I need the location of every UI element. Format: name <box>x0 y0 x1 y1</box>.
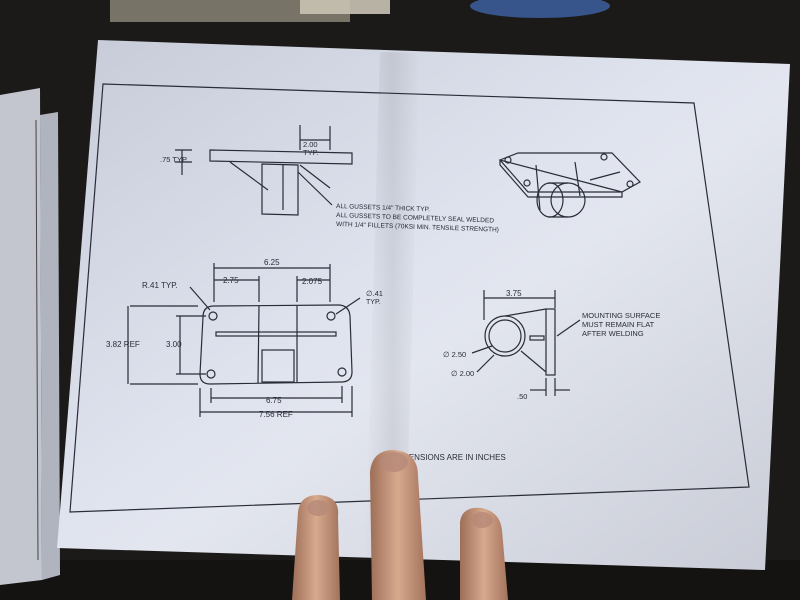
hole-spacing-dim: 6.75 <box>266 396 282 405</box>
inner-diameter-dim: ∅ 2.00 <box>451 369 474 378</box>
flange-plate <box>209 149 353 165</box>
outer-diameter-dim: ∅ 2.50 <box>443 350 466 359</box>
hole-dim: ∅.41 <box>366 289 383 298</box>
background-paper-sheet <box>0 88 60 585</box>
side-view-drawing <box>471 290 581 396</box>
mount-hole <box>326 311 336 321</box>
paper-sheet <box>57 40 790 570</box>
gusset-note-1: ALL GUSSETS 1/4" THICK TYP. <box>336 203 430 213</box>
mount-hole <box>337 367 347 377</box>
hole-note: TYP. <box>366 299 381 306</box>
side-length-dim: 3.75 <box>506 289 522 298</box>
width-ref: 7.56 REF <box>259 410 293 419</box>
drawing-border <box>69 83 750 513</box>
base-plate-outline <box>199 304 353 385</box>
isometric-view-drawing <box>498 152 641 218</box>
mount-hole <box>206 369 216 379</box>
flange-width-note: TYP. <box>303 148 319 157</box>
radius-dim: R.41 TYP. <box>142 281 178 290</box>
mount-hole <box>208 311 218 321</box>
tube-body <box>261 163 299 216</box>
top-view-drawing <box>175 125 353 216</box>
right-dim: 2.075 <box>302 277 323 286</box>
flange-thickness-dim: .75 TYP. <box>160 155 188 164</box>
mount-flange <box>545 308 556 376</box>
height-ref: 3.82 REF <box>106 340 140 349</box>
plan-view-drawing <box>127 263 361 417</box>
offset-dim: .50 <box>517 392 527 401</box>
dimensions-note: ALL DIMENSIONS ARE IN INCHES <box>378 453 506 462</box>
height-dim: 3.00 <box>166 340 182 349</box>
mount-note-3: AFTER WELDING <box>582 329 644 338</box>
mount-note-1: MOUNTING SURFACE <box>582 311 660 320</box>
hand-fingers <box>292 450 508 600</box>
mount-note-2: MUST REMAIN FLAT <box>582 320 655 329</box>
overall-dim: 6.25 <box>264 258 280 267</box>
left-dim: 2.75 <box>223 276 239 285</box>
flange-width-dim: 2.00 <box>303 140 318 149</box>
tube-inner <box>488 319 522 353</box>
